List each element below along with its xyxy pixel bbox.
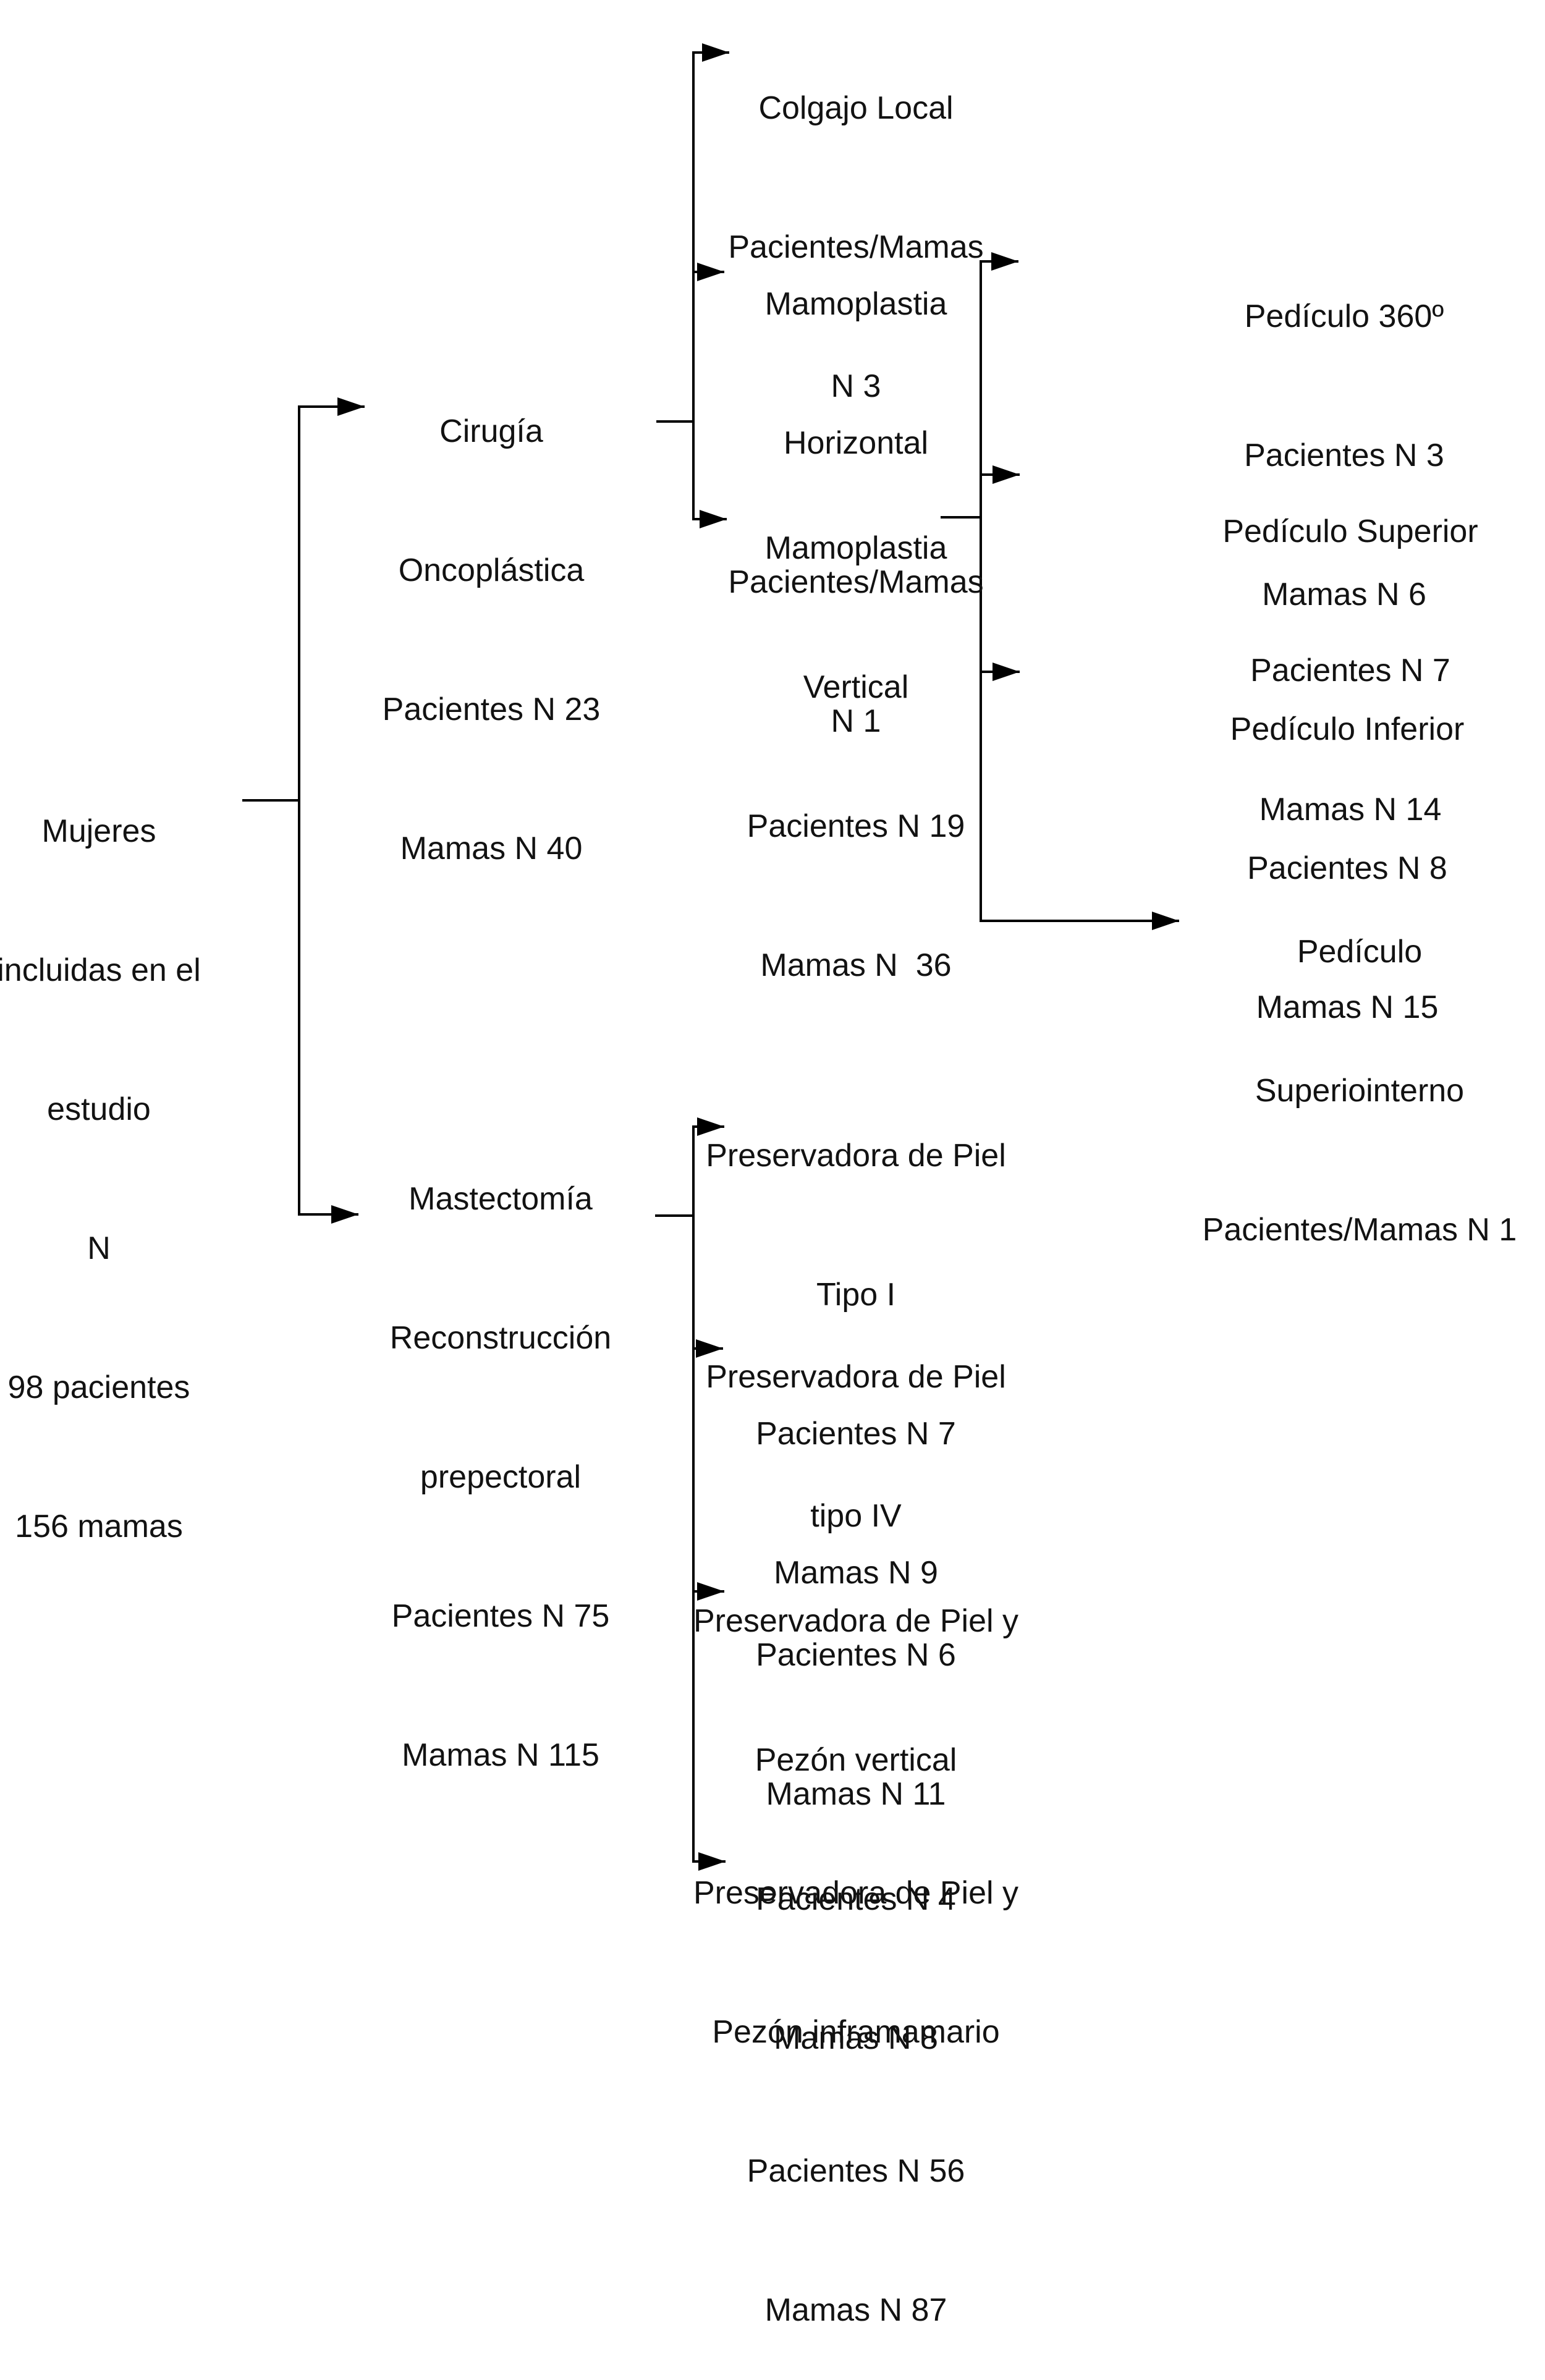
node-line: Pezón vertical xyxy=(755,1742,957,1778)
node-line: Pacientes/Mamas xyxy=(728,229,984,265)
node-line: Pacientes N 75 xyxy=(391,1598,610,1634)
node-line: Horizontal xyxy=(783,425,929,461)
node-mujeres-estudio: Mujeres incluidas en el estudio N 98 pac… xyxy=(0,716,284,1596)
flowchart-connectors xyxy=(242,43,1179,1871)
node-line: Pacientes/Mamas xyxy=(728,564,984,600)
node-line: N 1 xyxy=(831,703,881,739)
node-line: Mamas N 40 xyxy=(400,831,583,866)
node-colgajo-local: Colgajo Local Pacientes/Mamas N 3 xyxy=(640,0,1072,456)
node-pediculo-360: Pedículo 360º Pacientes N 3 Mamas N 6 xyxy=(1159,201,1530,664)
node-line: Mamas N 11 xyxy=(766,1776,946,1812)
node-line: prepectoral xyxy=(420,1459,582,1495)
node-line: Pedículo 360º xyxy=(1244,299,1444,334)
node-line: Colgajo Local xyxy=(758,90,954,126)
node-mastectomia-prepectoral: Mastectomía Reconstrucción prepectoral P… xyxy=(284,1083,717,1825)
node-line: Pedículo xyxy=(1297,934,1423,970)
node-line: Pacientes N 6 xyxy=(756,1637,956,1673)
node-line: Preservadora de Piel y xyxy=(693,1603,1019,1639)
node-line: estudio xyxy=(47,1091,151,1127)
node-line: Pedículo Superior xyxy=(1222,514,1478,549)
node-mamoplastia-vertical: Mamoplastia Vertical Pacientes N 19 Mama… xyxy=(640,433,1072,1035)
node-line: N xyxy=(87,1230,111,1266)
node-line: Pacientes N 8 xyxy=(1247,850,1447,886)
node-line: Pacientes N 7 xyxy=(1250,653,1450,688)
node-line: Mamoplastia xyxy=(764,286,947,322)
node-preservadora-pezon-inframamario: Preservadora de Piel y Pezón inframamari… xyxy=(640,1777,1072,2380)
node-line: tipo IV xyxy=(810,1498,902,1534)
node-line: Superiointerno xyxy=(1255,1073,1465,1109)
node-line: 156 mamas xyxy=(15,1509,183,1544)
node-line: Mamas N 36 xyxy=(760,947,952,983)
node-line: Mamas N 87 xyxy=(764,2292,947,2328)
node-pediculo-superior: Pedículo Superior Pacientes N 7 Mamas N … xyxy=(1165,416,1536,879)
node-line: Mamas N 14 xyxy=(1259,792,1442,828)
node-line: Reconstrucción xyxy=(389,1320,612,1356)
node-line: incluidas en el xyxy=(0,952,201,988)
node-line: Pacientes N 23 xyxy=(382,692,601,727)
node-line: Mamas N 115 xyxy=(402,1737,599,1773)
node-line: Mamas N 6 xyxy=(1262,577,1426,612)
node-line: Cirugía xyxy=(439,413,543,449)
node-line: Mamoplastia xyxy=(764,530,947,566)
node-preservadora-tipo-4: Preservadora de Piel tipo IV Pacientes N… xyxy=(640,1261,1072,1864)
node-mamoplastia-horizontal: Mamoplastia Horizontal Pacientes/Mamas N… xyxy=(640,188,1072,791)
node-line: Pacientes N 7 xyxy=(756,1416,956,1452)
node-line: Pacientes N 19 xyxy=(747,808,965,844)
node-line: Vertical xyxy=(803,669,909,705)
node-line: Mujeres xyxy=(41,813,156,849)
node-line: 98 pacientes xyxy=(7,1370,190,1405)
node-line: Preservadora de Piel xyxy=(706,1138,1006,1174)
node-line: Mamas N 15 xyxy=(1256,989,1439,1025)
node-line: Pacientes N 56 xyxy=(747,2153,965,2189)
node-line: N 3 xyxy=(831,368,881,404)
node-pediculo-superiointerno: Pedículo Superiointerno Pacientes/Mamas … xyxy=(1174,836,1545,1300)
node-line: Tipo I xyxy=(816,1277,896,1313)
node-pediculo-inferior: Pedículo Inferior Pacientes N 8 Mamas N … xyxy=(1162,614,1533,1077)
node-line: Mamas N 9 xyxy=(774,1555,938,1591)
node-line: Preservadora de Piel xyxy=(706,1359,1006,1395)
node-line: Mastectomía xyxy=(408,1181,593,1217)
node-cirugia-oncoplastica: Cirugía Oncoplástica Pacientes N 23 Mama… xyxy=(275,316,708,918)
node-line: Preservadora de Piel y xyxy=(693,1875,1019,1911)
node-line: Pezón inframamario xyxy=(712,2014,1000,2050)
node-line: Oncoplástica xyxy=(398,553,585,588)
node-line: Pacientes/Mamas N 1 xyxy=(1202,1212,1517,1248)
node-preservadora-tipo-1: Preservadora de Piel Tipo I Pacientes N … xyxy=(640,1040,1072,1643)
node-line: Pedículo Inferior xyxy=(1230,711,1465,747)
node-line: Pacientes N 3 xyxy=(1244,438,1444,473)
node-line: Pacientes N 4 xyxy=(756,1881,956,1917)
